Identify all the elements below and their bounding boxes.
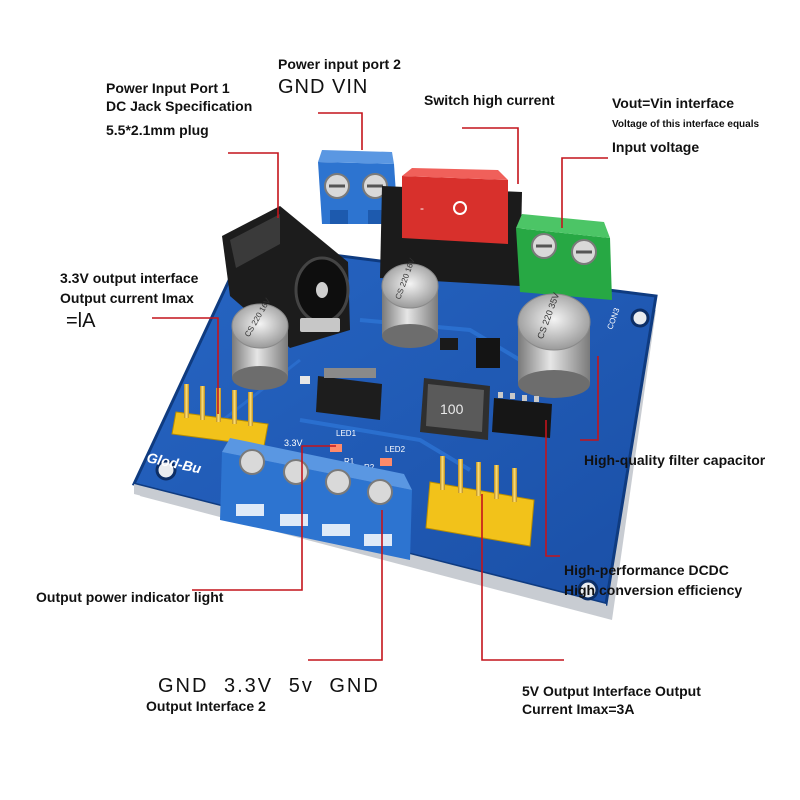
label-5v-title: 5V Output Interface Output [522,683,701,699]
mounting-hole [630,308,650,328]
label-dcdc-eff: High conversion efficiency [564,582,743,598]
leader-indicator [192,445,336,591]
label-port1-title: Power Input Port 1 [106,80,230,96]
label-3v3-title: 3.3V output interface [60,270,199,286]
inductor: 100 [420,378,490,440]
leader-3v3 [152,317,219,414]
mounting-hole [155,459,177,481]
leader-port1 [228,152,279,218]
label-port2-pins: GND VIN [278,76,369,98]
led1 [330,444,342,452]
silk-led2: LED2 [385,445,406,454]
leader-vout [561,157,608,228]
silk-r1: R1 [344,457,355,466]
output-terminal-blue [220,438,412,560]
label-port1-plug: 5.5*2.1mm plug [106,122,209,138]
leader-filter-cap [580,356,599,441]
rocker-switch: - [380,168,522,286]
inductor-marking: 100 [440,401,464,417]
leader-switch [462,127,519,184]
mounting-hole [577,579,599,601]
capacitor-left: CS 220 16V [231,296,289,390]
diode [476,338,500,368]
label-dcdc-title: High-performance DCDC [564,562,729,578]
voltage-regulator [316,368,382,420]
silk-33v: 3.3V [284,438,303,448]
label-port1-spec: DC Jack Specification [106,98,253,114]
svg-text:-: - [420,201,424,215]
capacitor-middle: CS 220 16V [381,256,439,348]
label-out2-pins: GND 3.3V 5v GND [158,675,380,697]
leader-lines [152,112,608,661]
silk-led1: LED1 [336,429,357,438]
label-vout-title: Vout=Vin interface [612,95,735,111]
label-vout-note: Voltage of this interface equals [612,119,760,130]
led2 [380,458,392,466]
leader-port2 [318,112,363,150]
header-pins-5v [425,456,535,547]
label-3v3-current: Output current Imax [60,290,194,306]
capacitor-right: CS 220 35V [517,291,591,398]
label-out2-title: Output Interface 2 [146,698,266,714]
leader-5v [481,494,564,661]
label-filter-cap: High-quality filter capacitor [584,452,766,468]
label-5v-current: Current Imax=3A [522,701,635,717]
leader-out2 [308,510,383,661]
leader-dcdc [545,420,560,557]
label-3v3-value: =lA [66,310,96,332]
label-indicator: Output power indicator light [36,589,224,605]
label-port2-title: Power input port 2 [278,56,401,72]
dcdc-ic [492,392,552,438]
label-vout-input: Input voltage [612,139,700,155]
output-terminal-green [516,214,612,300]
label-switch: Switch high current [424,92,555,108]
